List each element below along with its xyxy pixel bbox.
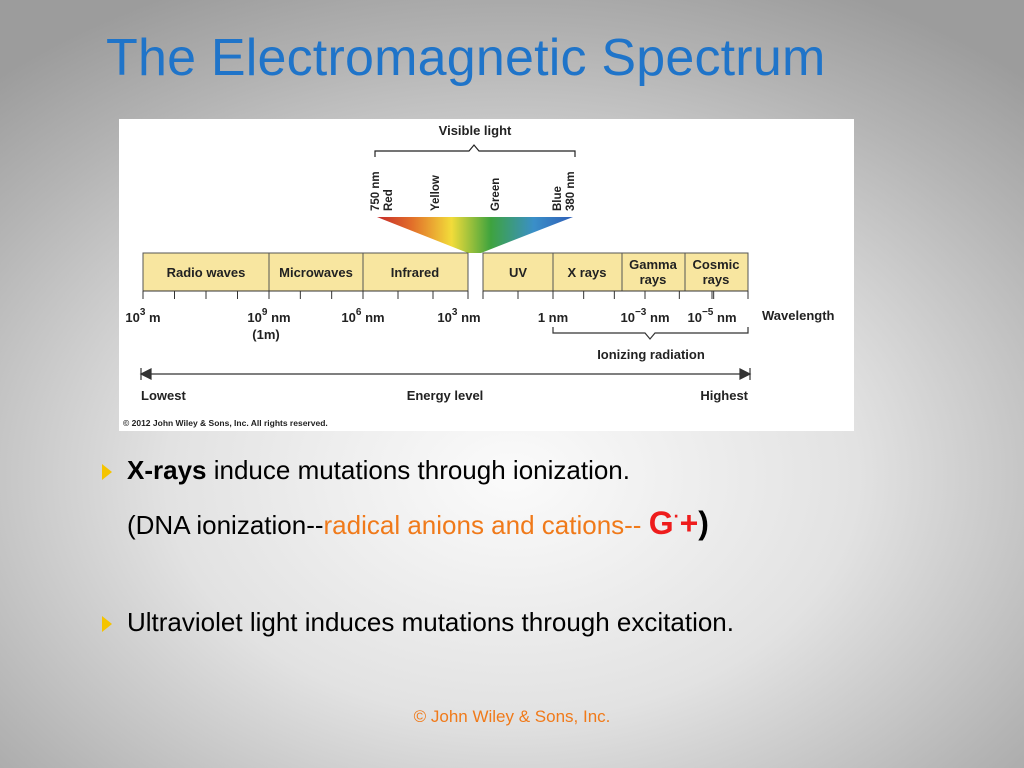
visible-color-labels: 750 nm Red Yellow Green Blue 380 nm bbox=[370, 171, 577, 211]
band-gamma-line2: rays bbox=[640, 272, 667, 287]
band-cosmic-line2: rays bbox=[703, 272, 730, 287]
band-microwave-label: Microwaves bbox=[279, 265, 353, 280]
band-microwave-box bbox=[268, 252, 364, 292]
radical-text: radical anions and cations-- bbox=[323, 510, 649, 540]
tick-label-0: 103 m bbox=[125, 307, 160, 325]
band-gamma-box bbox=[621, 252, 686, 292]
band-xray-label: X rays bbox=[567, 265, 606, 280]
dna-ionization-text: (DNA ionization-- bbox=[127, 510, 324, 540]
xrays-rest: induce mutations through ionization. bbox=[206, 455, 630, 485]
tick-label-1: 109 nm bbox=[247, 307, 290, 325]
label-red-line2: Red bbox=[383, 189, 395, 211]
label-blue-line2: 380 nm bbox=[565, 171, 577, 211]
bullet-xrays-text: X-rays induce mutations through ionizati… bbox=[127, 455, 630, 486]
label-blue-line1: Blue bbox=[552, 186, 564, 211]
label-yellow: Yellow bbox=[430, 175, 442, 211]
band-infrared-box bbox=[362, 252, 469, 292]
tick-sublabel-1: (1m) bbox=[252, 327, 279, 342]
bullet-uv-text: Ultraviolet light induces mutations thro… bbox=[127, 607, 734, 637]
label-red-line1: 750 nm bbox=[370, 171, 382, 211]
energy-highest: Highest bbox=[700, 388, 748, 403]
bullet-xrays-line2: (DNA ionization--radical anions and cati… bbox=[127, 505, 709, 542]
visible-light-bracket bbox=[374, 144, 576, 157]
visible-spectrum-wedge bbox=[377, 217, 573, 253]
ionizing-label: Ionizing radiation bbox=[597, 347, 705, 362]
footer-copyright: © John Wiley & Sons, Inc. bbox=[413, 707, 611, 726]
tick-label-3: 103 nm bbox=[437, 307, 480, 325]
band-uv-label: UV bbox=[509, 265, 527, 280]
tick-label-5: 10−3 nm bbox=[621, 307, 670, 325]
wavelength-minor-ticks bbox=[142, 291, 749, 299]
wavelength-label: Wavelength bbox=[762, 308, 835, 323]
band-cosmic-line1: Cosmic bbox=[693, 257, 740, 272]
band-radio-box bbox=[142, 252, 270, 292]
em-spectrum-diagram: Visible light 750 nm Red Yellow Green Bl… bbox=[119, 119, 854, 431]
energy-arrow bbox=[139, 368, 752, 380]
spectrum-bands bbox=[142, 252, 749, 292]
visible-light-label: Visible light bbox=[439, 123, 512, 138]
label-green: Green bbox=[490, 178, 502, 211]
ionizing-bracket bbox=[552, 327, 749, 340]
energy-arrowhead-left bbox=[139, 368, 152, 380]
triangle-right-icon bbox=[102, 464, 112, 480]
energy-arrowhead-right bbox=[739, 368, 752, 380]
tick-label-2: 106 nm bbox=[341, 307, 384, 325]
band-gamma-line1: Gamma bbox=[629, 257, 677, 272]
triangle-right-icon bbox=[102, 616, 112, 632]
tick-label-6: 10−5 nm bbox=[688, 307, 737, 325]
diagram-copyright: © 2012 John Wiley & Sons, Inc. All right… bbox=[123, 418, 328, 428]
energy-lowest: Lowest bbox=[141, 388, 186, 403]
slide-title: The Electromagnetic Spectrum bbox=[106, 29, 826, 87]
xrays-bold: X-rays bbox=[127, 455, 207, 485]
band-infrared-label: Infrared bbox=[391, 265, 439, 280]
close-paren: ) bbox=[698, 505, 709, 541]
g-radical: G·+ bbox=[648, 505, 699, 541]
tick-label-4: 1 nm bbox=[538, 310, 568, 325]
band-radio-label: Radio waves bbox=[167, 265, 246, 280]
energy-level-label: Energy level bbox=[407, 388, 484, 403]
